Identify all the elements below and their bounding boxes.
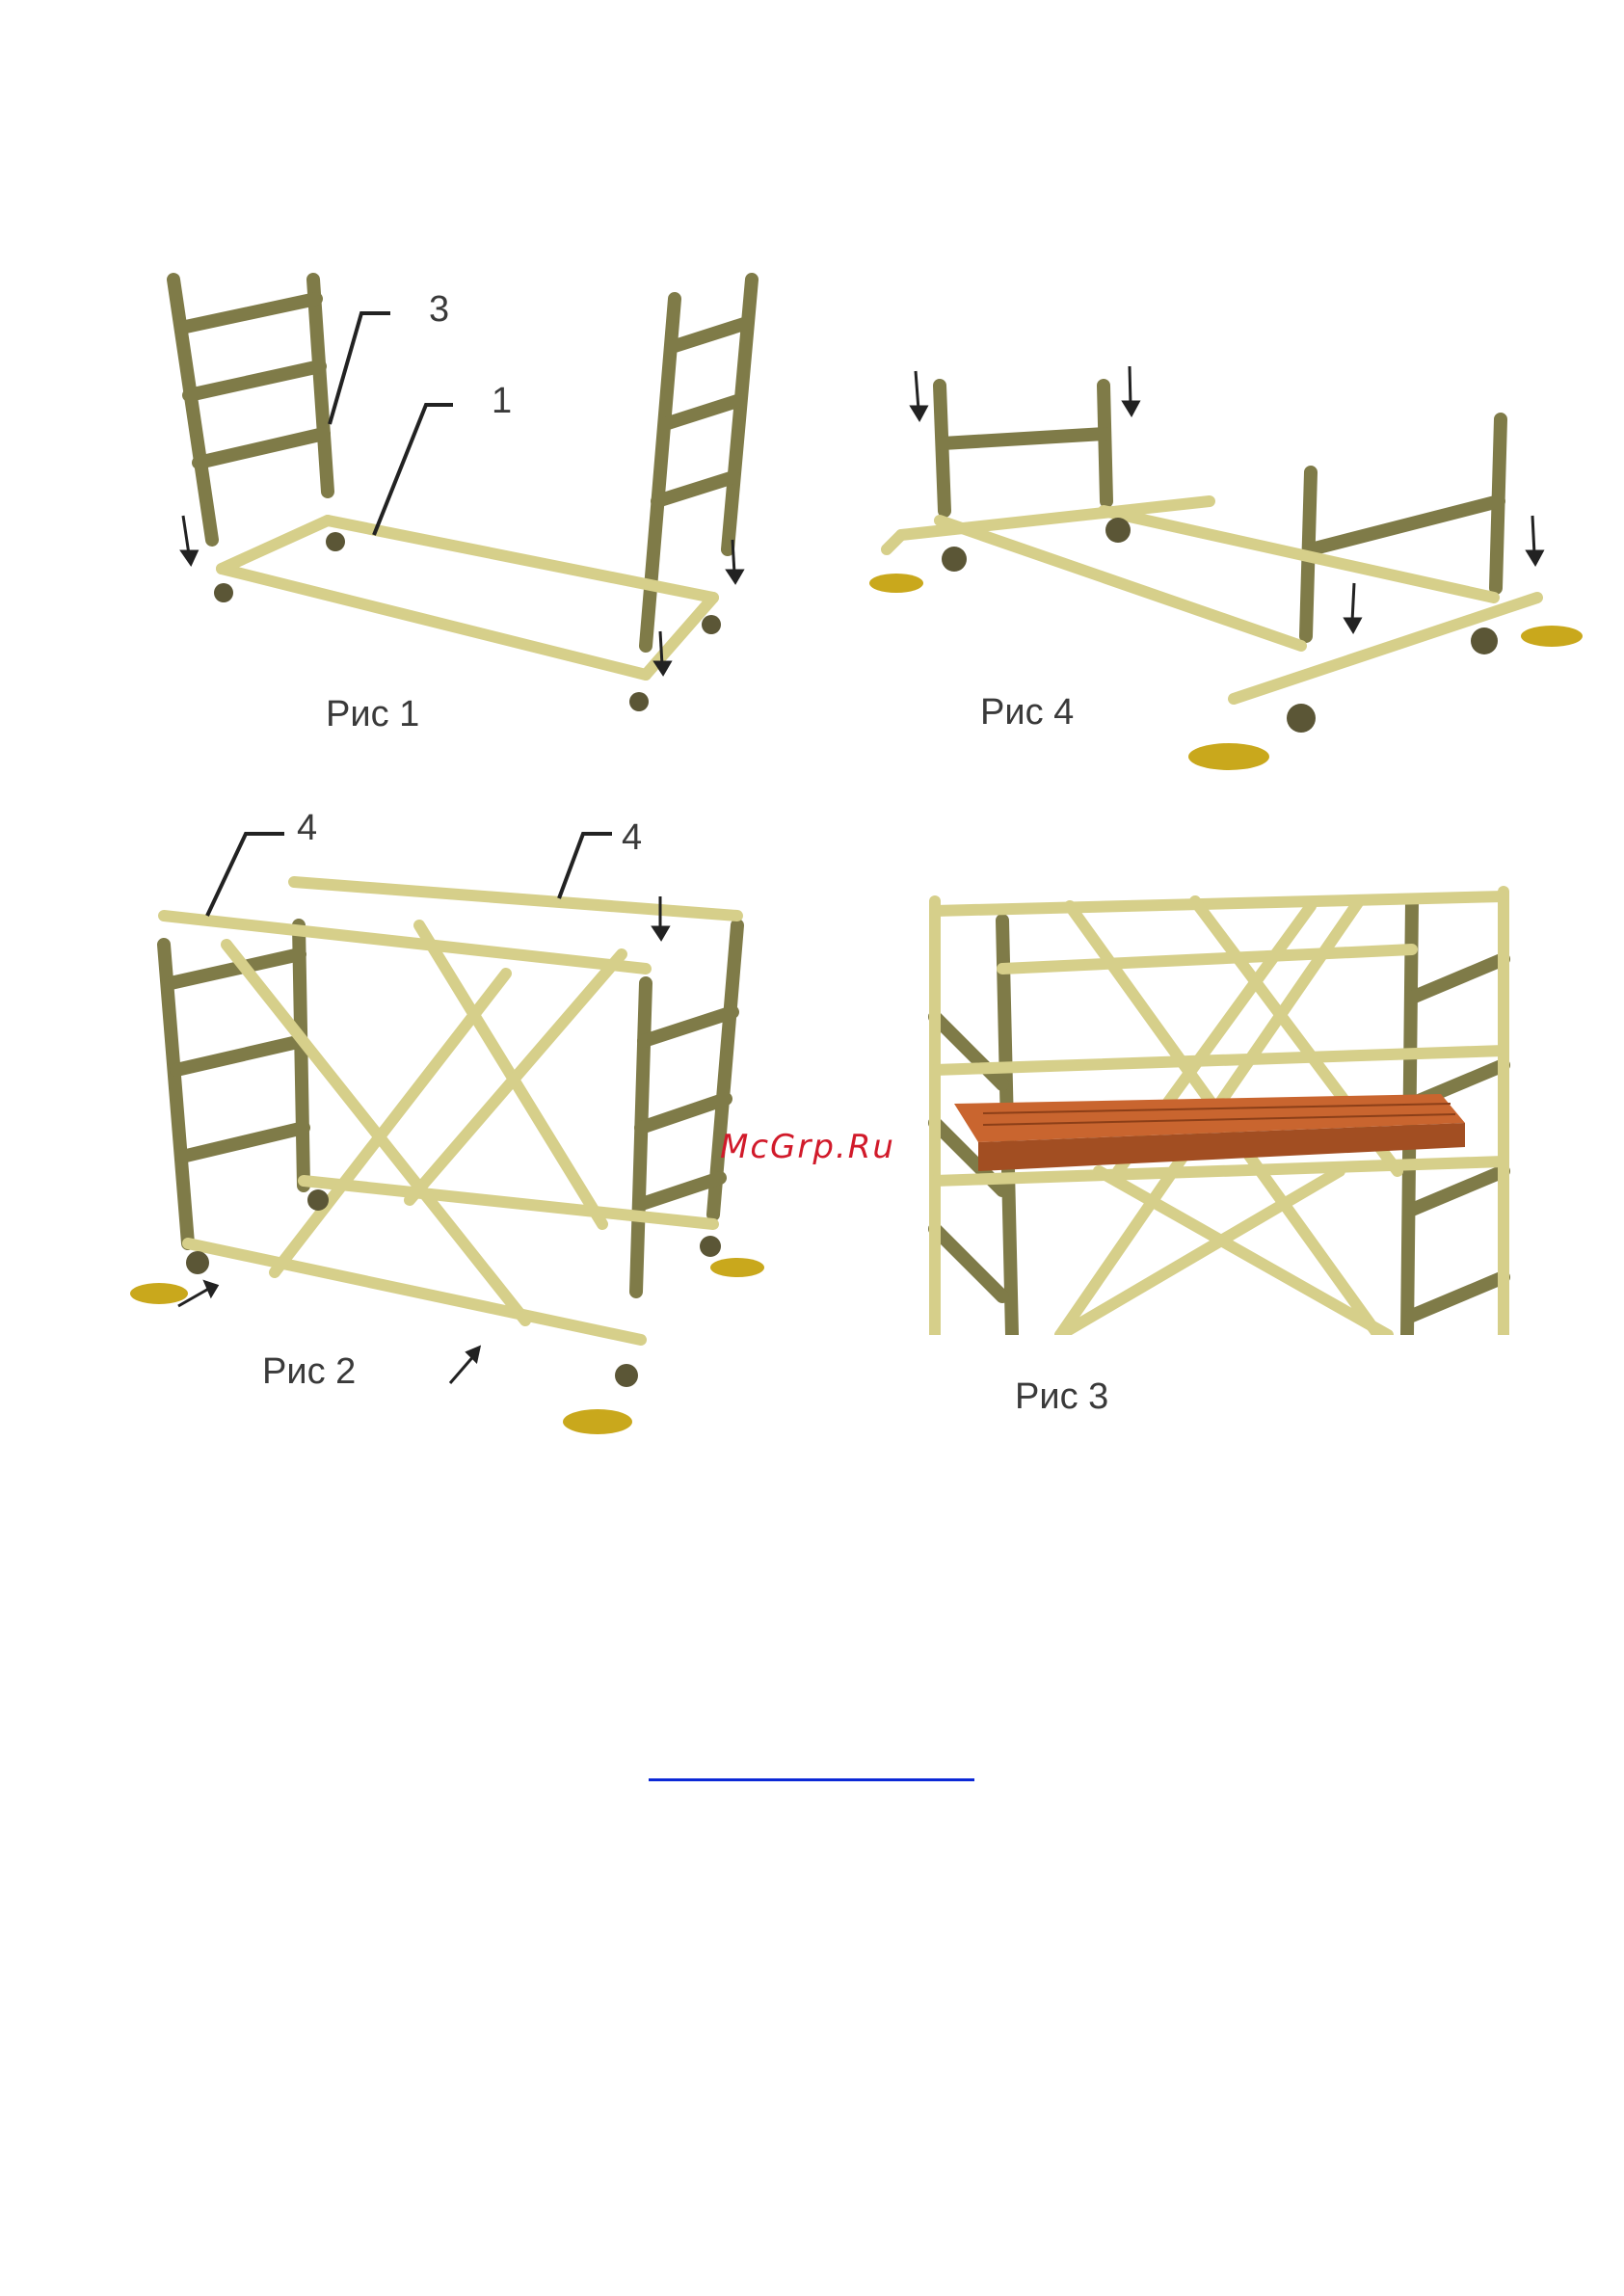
figure-3-caption: Рис 3 — [1015, 1376, 1108, 1418]
figure-3-drawing — [925, 882, 1513, 1335]
figure-4 — [858, 357, 1590, 781]
watermark: McGrp.Ru — [720, 1128, 895, 1166]
figure-2: 4 4 — [120, 819, 776, 1446]
part-label-4-right: 4 — [622, 817, 642, 859]
figure-2-drawing — [120, 819, 776, 1446]
figure-4-caption: Рис 4 — [980, 692, 1074, 734]
part-label-4-left: 4 — [297, 808, 317, 849]
figure-1: 3 1 — [154, 270, 781, 733]
part-label-1: 1 — [492, 381, 512, 422]
figure-1-drawing — [154, 270, 781, 733]
part-label-3: 3 — [429, 289, 449, 331]
figure-2-caption: Рис 2 — [262, 1351, 356, 1393]
hyperlink-underline[interactable] — [649, 1778, 974, 1781]
figure-3 — [925, 882, 1513, 1335]
figure-1-caption: Рис 1 — [326, 694, 419, 735]
figure-4-drawing — [858, 357, 1590, 781]
